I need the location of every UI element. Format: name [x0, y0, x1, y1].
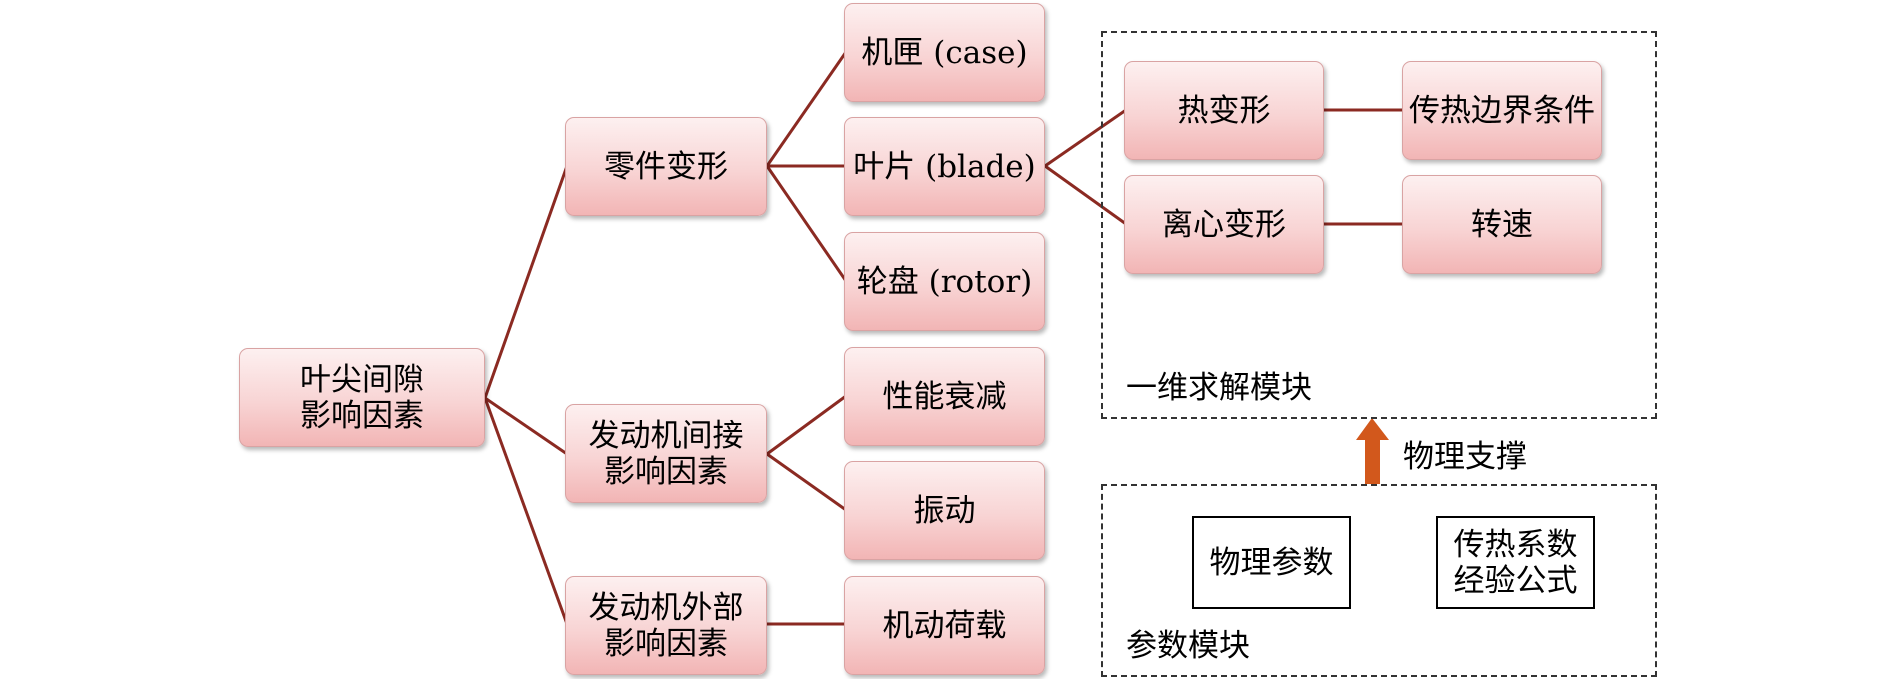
node-engine-external-factors: 发动机外部 影响因素 [565, 576, 767, 675]
parameter-module-box [1101, 484, 1657, 677]
node-heat-transfer-empirical-formula: 传热系数 经验公式 [1436, 516, 1595, 609]
link-indirect-vibration [766, 452, 847, 512]
link-root-part-deformation [483, 165, 569, 399]
link-blade-thermal-deformation [1044, 108, 1127, 168]
node-engine-indirect-factors: 发动机间接 影响因素 [565, 404, 767, 503]
node-vibration: 振动 [844, 461, 1045, 560]
node-rotor: 轮盘 (rotor) [844, 232, 1045, 331]
root-node-tip-clearance-factors: 叶尖间隙 影响因素 [239, 348, 485, 447]
node-physical-parameters: 物理参数 [1192, 516, 1351, 609]
node-blade: 叶片 (blade) [844, 117, 1045, 216]
link-indirect-performance-decay [766, 394, 847, 456]
link-blade-centrifugal-deformation [1044, 164, 1127, 226]
node-performance-decay: 性能衰减 [844, 347, 1045, 446]
link-part-deformation-rotor [765, 165, 848, 282]
node-thermal-deformation: 热变形 [1124, 61, 1324, 160]
link-root-indirect-factors [484, 396, 568, 456]
physical-support-label: 物理支撑 [1403, 439, 1527, 475]
link-root-external-factors [483, 397, 569, 625]
up-arrow-icon [1356, 418, 1389, 484]
node-case: 机匣 (case) [844, 3, 1045, 102]
solver-module-box [1101, 31, 1657, 419]
node-rotation-speed: 转速 [1402, 175, 1602, 274]
node-centrifugal-deformation: 离心变形 [1124, 175, 1324, 274]
node-part-deformation: 零件变形 [565, 117, 767, 216]
solver-module-label: 一维求解模块 [1126, 370, 1312, 406]
node-heat-transfer-boundary: 传热边界条件 [1402, 61, 1602, 160]
node-maneuver-load: 机动荷载 [844, 576, 1045, 675]
parameter-module-label: 参数模块 [1126, 628, 1250, 664]
link-part-deformation-case [765, 51, 848, 167]
